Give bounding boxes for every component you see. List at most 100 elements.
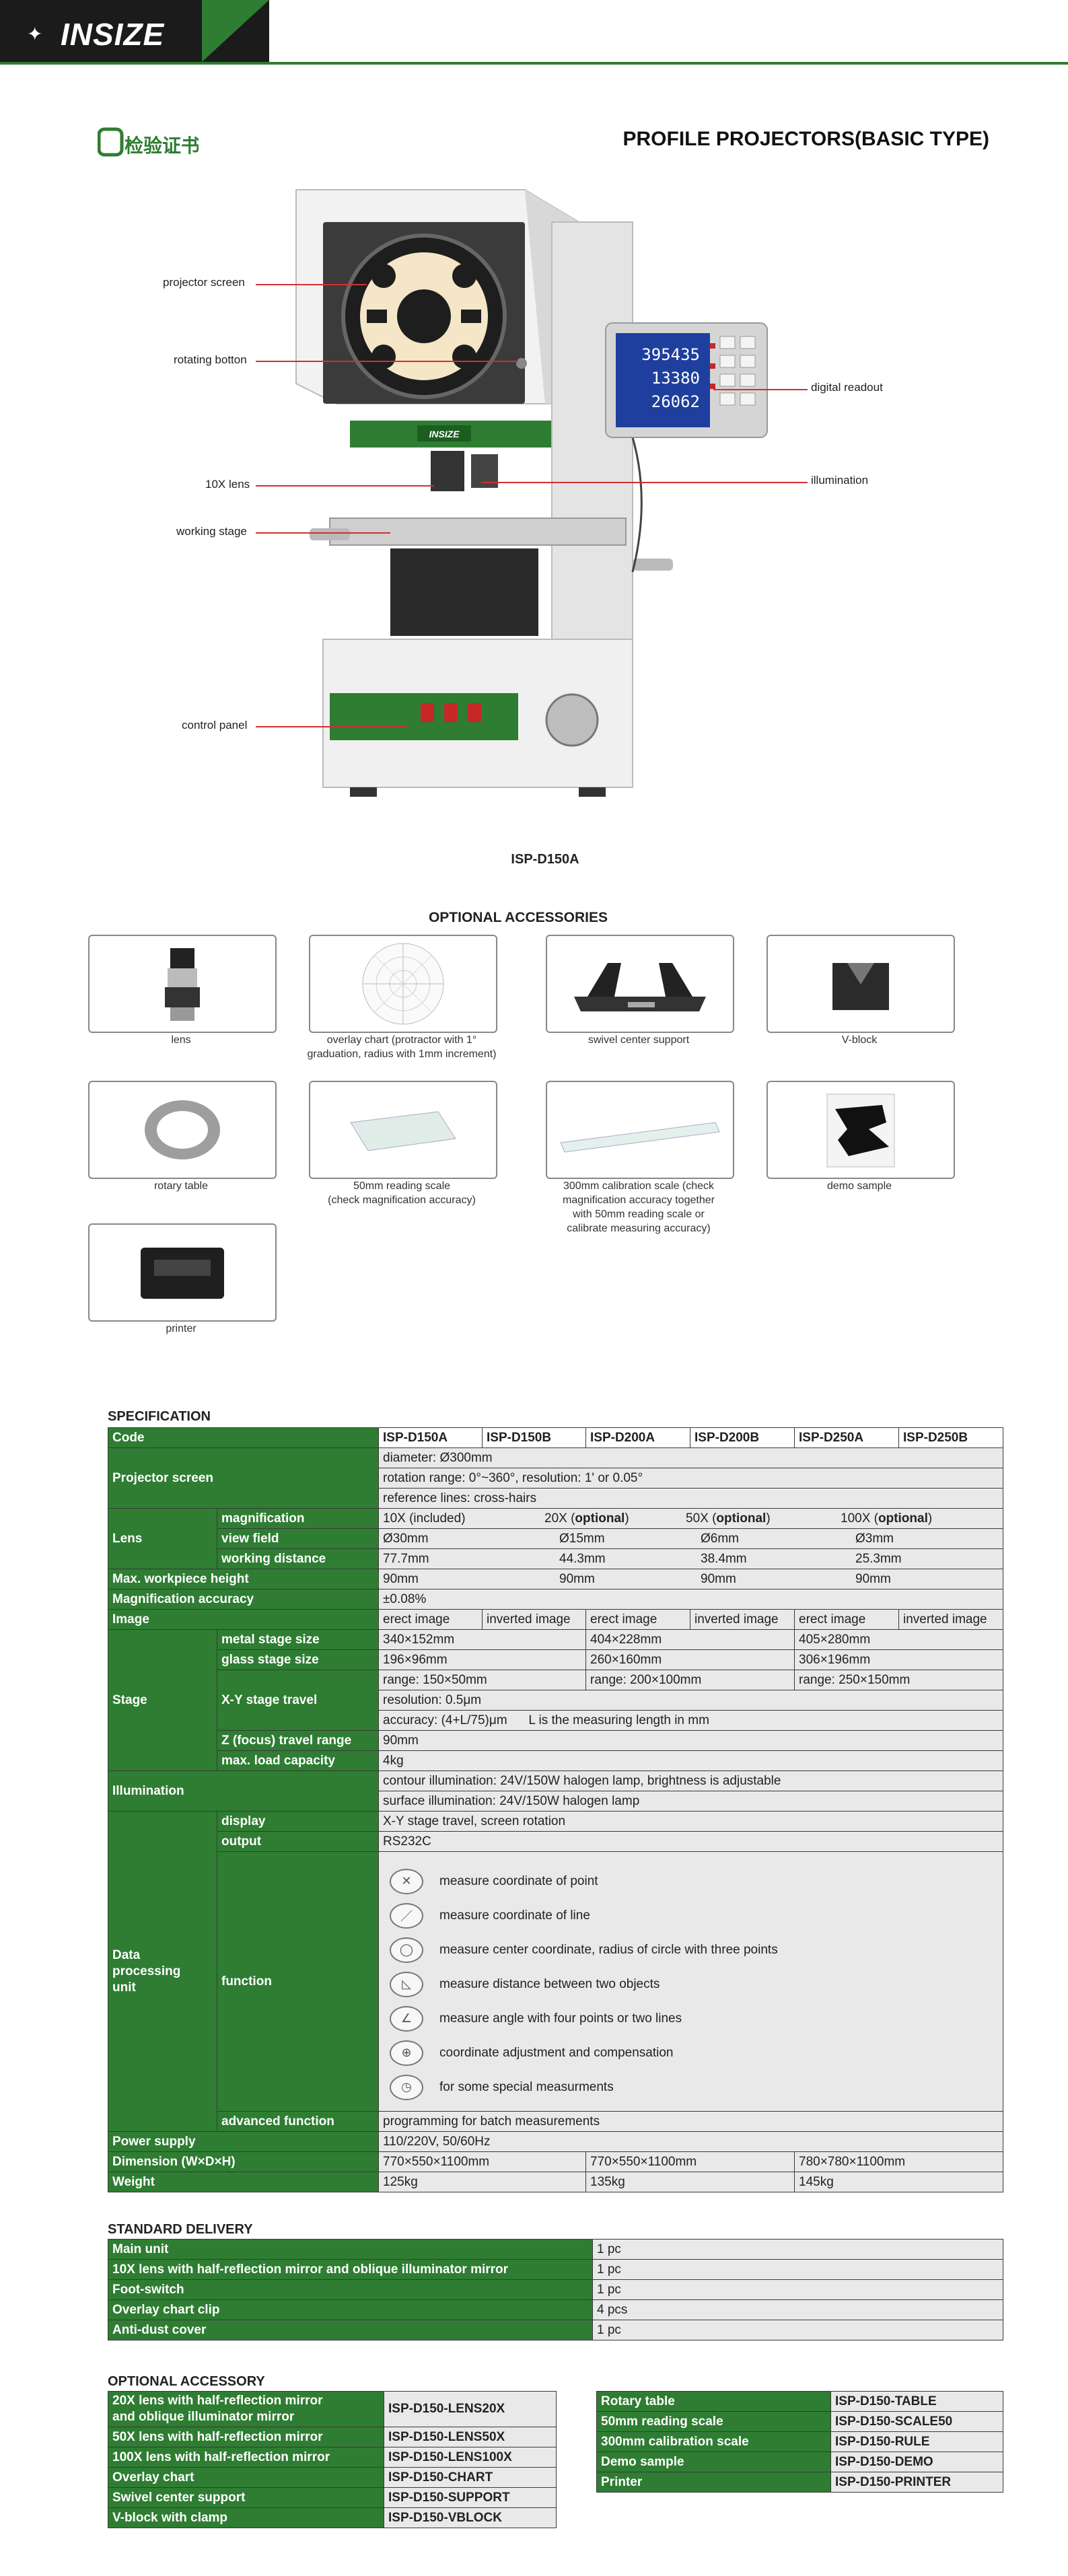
callout-rotating-button: rotating botton <box>174 353 247 366</box>
table-cell: ISP-D150-LENS20X <box>384 2391 557 2427</box>
table-row: Lens magnification 10X (included)20X (op… <box>108 1508 1003 1569</box>
table-cell: erect image <box>378 1609 483 1630</box>
table-cell: 4 pcs <box>592 2299 1003 2320</box>
table-cell: X-Y stage travel <box>217 1670 379 1731</box>
accessory-card-rotary-table <box>88 1081 277 1179</box>
table-cell: contour illumination: 24V/150W halogen l… <box>378 1770 1003 1791</box>
table-cell: Code <box>108 1427 379 1448</box>
table-cell: 1 pc <box>592 2279 1003 2300</box>
table-cell: Image <box>108 1609 379 1630</box>
table-cell: X-Y stage travel, screen rotation <box>378 1811 1003 1832</box>
table-cell: ISP-D150-RULE <box>830 2431 1003 2452</box>
table-cell: Rotary table <box>596 2391 831 2412</box>
table-cell: 100X lens with half-reflection mirror <box>108 2447 384 2468</box>
overlay-chart-icon <box>362 943 444 1025</box>
table-row: surface illumination: 24V/150W halogen l… <box>108 1791 1003 1812</box>
swivel-support-icon <box>574 963 706 1011</box>
accessory-caption-demo-sample: demo sample <box>826 1180 892 1192</box>
table-cell: Max. workpiece height <box>108 1569 379 1589</box>
callout-line <box>481 482 808 483</box>
logo-arrow-icon: ✦ <box>27 24 43 44</box>
table-cell: erect image <box>794 1609 899 1630</box>
table-cell: RS232C <box>378 1831 1003 1852</box>
callout-line <box>256 284 367 285</box>
brand-logo: INSIZE <box>61 17 165 52</box>
readout-value-z: 26062 <box>651 392 700 411</box>
table-cell: max. load capacity <box>217 1750 379 1771</box>
table-cell: ISP-D150-VBLOCK <box>384 2507 557 2528</box>
table-cell: 405×280mm <box>794 1629 1003 1650</box>
table-cell: advanced function <box>217 2111 379 2132</box>
table-cell: diameter: Ø300mm <box>378 1447 1003 1468</box>
table-cell: 1 pc <box>592 2239 1003 2260</box>
specification-table: Code ISP-D150A ISP-D150B ISP-D200A ISP-D… <box>108 1427 1003 2192</box>
line-icon: ／ <box>390 1902 423 1929</box>
table-cell: ISP-D150A <box>378 1427 483 1448</box>
table-cell: Printer <box>596 2472 831 2493</box>
table-cell: 404×228mm <box>585 1629 795 1650</box>
table-cell: 50X lens with half-reflection mirror <box>108 2427 384 2447</box>
table-cell: 306×196mm <box>794 1649 1003 1670</box>
table-cell: Power supply <box>108 2131 379 2152</box>
table-cell: Lens <box>108 1508 217 1569</box>
accessory-card-overlay-chart <box>309 935 497 1033</box>
table-cell: view field <box>217 1528 379 1549</box>
table-cell: Foot-switch <box>108 2279 593 2300</box>
table-cell: output <box>217 1831 379 1852</box>
table-cell: 340×152mm <box>378 1629 586 1650</box>
table-cell: Anti-dust cover <box>108 2320 593 2340</box>
table-cell: Demo sample <box>596 2452 831 2472</box>
accessory-card-calibration-scale <box>546 1081 734 1179</box>
special-icon: ◷ <box>390 2074 423 2100</box>
table-cell: glass stage size <box>217 1649 379 1670</box>
table-cell: inverted image <box>482 1609 586 1630</box>
table-row: Code ISP-D150A ISP-D150B ISP-D200A ISP-D… <box>108 1427 1003 1448</box>
table-cell: ISP-D150-SUPPORT <box>384 2487 557 2508</box>
table-cell: 770×550×1100mm <box>585 2151 795 2172</box>
table-cell: ISP-D250B <box>898 1427 1003 1448</box>
callout-10x-lens: 10X lens <box>205 478 250 491</box>
table-cell: ISP-D200B <box>690 1427 795 1448</box>
table-cell: range: 250×150mm <box>794 1670 1003 1690</box>
header-green-wedge <box>202 0 269 62</box>
table-cell: ISP-D150-CHART <box>384 2467 557 2488</box>
point-icon: ✕ <box>390 1868 423 1894</box>
table-row: Magnification accuracy±0.08% <box>108 1589 1003 1610</box>
table-cell: 90mm <box>378 1730 1003 1751</box>
table-cell: reference lines: cross-hairs <box>378 1488 1003 1509</box>
table-cell: V-block with clamp <box>108 2507 384 2528</box>
optional-accessories-title: OPTIONAL ACCESSORIES <box>428 910 608 925</box>
v-block-icon <box>832 963 889 1010</box>
table-cell: Overlay chart <box>108 2467 384 2488</box>
table-cell: Dimension (W×D×H) <box>108 2151 379 2172</box>
table-row: rotation range: 0°~360°, resolution: 1' … <box>108 1468 1003 1489</box>
table-cell: surface illumination: 24V/150W halogen l… <box>378 1791 1003 1812</box>
model-caption: ISP-D150A <box>511 852 579 867</box>
table-cell: working distance <box>217 1548 379 1569</box>
table-cell: accuracy: (4+L/75)μm L is the measuring … <box>378 1710 1003 1731</box>
table-row: resolution: 0.5μm <box>108 1690 1003 1711</box>
table-cell: Magnification accuracy <box>108 1589 379 1610</box>
calibration-scale-icon <box>560 1122 720 1153</box>
callout-line <box>256 485 434 487</box>
accessory-card-lens <box>88 935 277 1033</box>
callout-line <box>256 361 518 362</box>
table-cell: ISP-D150-PRINTER <box>830 2472 1003 2493</box>
